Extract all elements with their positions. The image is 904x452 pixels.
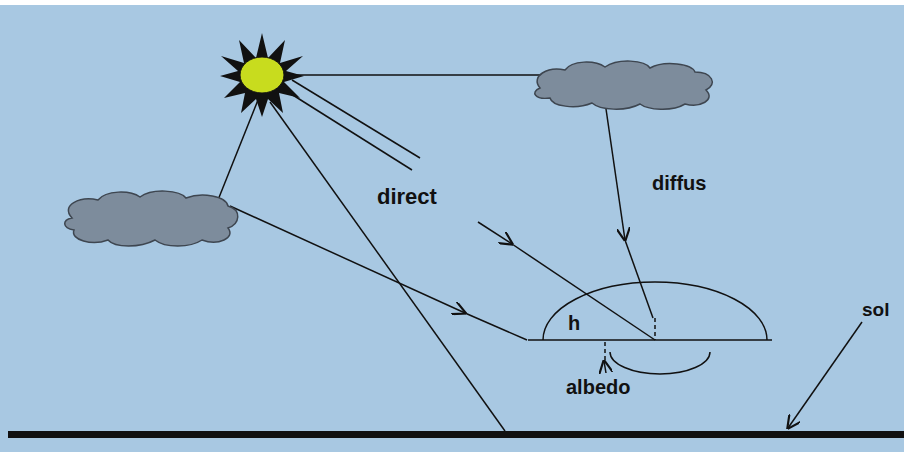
- direct-ray: [292, 80, 420, 158]
- angle-label: h: [568, 313, 580, 333]
- albedo-pointer: [604, 361, 606, 373]
- direct-ray: [512, 244, 655, 340]
- sun-cloud-line: [290, 74, 545, 76]
- sun-disk: [240, 57, 284, 93]
- sun-cloud-line: [218, 100, 258, 200]
- ground-hemisphere: [610, 352, 710, 374]
- ground-ray: [270, 102, 505, 431]
- top-margin: [0, 0, 904, 5]
- cloud-diffuse-ray: [605, 102, 625, 240]
- radiation-label: albedo: [566, 377, 630, 397]
- cloud-diffuse-ray: [625, 240, 653, 318]
- ground-label: sol: [862, 300, 889, 319]
- radiation-label: diffus: [652, 173, 706, 193]
- diffuse-ray: [230, 206, 465, 313]
- ground-line: [8, 431, 904, 438]
- direct-ray: [478, 222, 512, 244]
- sky-dome: [543, 282, 767, 340]
- sol-pointer: [788, 322, 862, 428]
- sun-rays: [220, 33, 304, 117]
- receiver-plane: [528, 339, 772, 341]
- cloud: [535, 61, 712, 109]
- albedo-dash: [604, 342, 606, 360]
- zenith-dash: [654, 318, 656, 340]
- direct-ray: [288, 92, 412, 170]
- diffuse-ray: [465, 313, 527, 340]
- radiation-label: direct: [377, 186, 437, 208]
- cloud: [65, 191, 238, 246]
